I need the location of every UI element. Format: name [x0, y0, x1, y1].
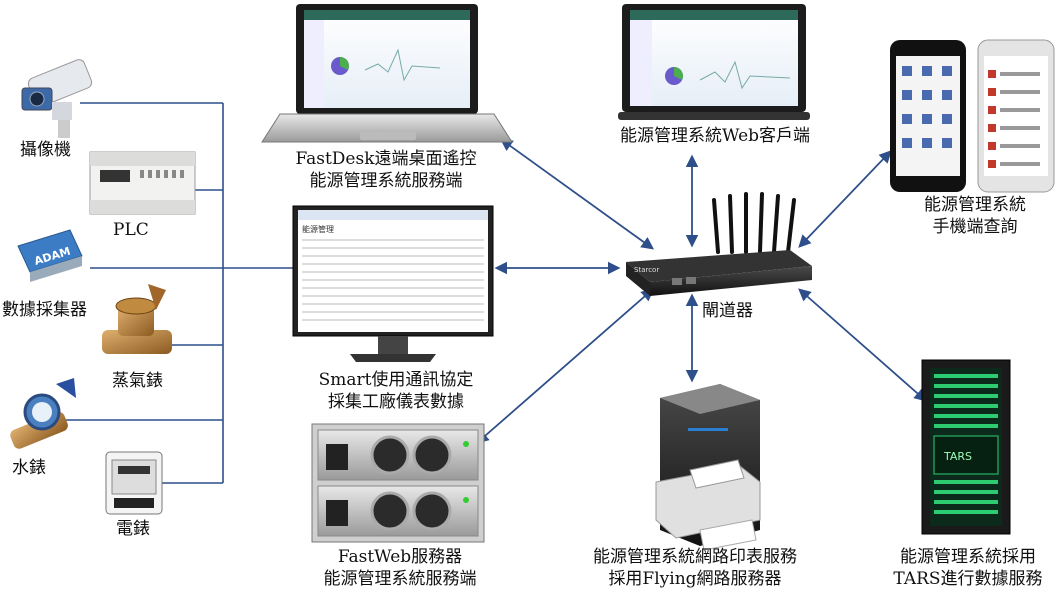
- gateway-brand-text: Starcor: [634, 266, 659, 274]
- tars-label-line2: TARS進行數據服務: [893, 569, 1043, 589]
- arrow-mobile: [798, 150, 892, 248]
- tars-label: 能源管理系統採用 TARS進行數據服務: [880, 546, 1056, 590]
- smart-monitor: 能源管理: [292, 205, 494, 362]
- adam-collector-device: ADAM: [17, 229, 83, 282]
- smart-label-line2: 採集工廠儀表數據: [328, 392, 464, 412]
- print-label-line2: 採用Flying網路服務器: [608, 569, 782, 589]
- tars-screen-text: TARS: [943, 450, 972, 463]
- steam-meter-device: [102, 284, 172, 354]
- electric-meter-label: 電錶: [116, 519, 150, 539]
- arrow-tars: [798, 288, 927, 402]
- steam-meter-label: 蒸氣錶: [112, 371, 163, 391]
- fastdesk-label: FastDesk遠端桌面遙控 能源管理系統服務端: [276, 148, 496, 192]
- plc-label: PLC: [113, 220, 149, 240]
- print-label: 能源管理系統網路印表服務 採用Flying網路服務器: [560, 546, 830, 590]
- mobile-label-line2: 手機端查詢: [932, 217, 1018, 237]
- print-server: [655, 384, 761, 551]
- mobile-phones: [890, 39, 1055, 193]
- arrow-fastweb: [476, 288, 654, 444]
- electric-meter-device: [105, 451, 163, 515]
- web-client-laptop: [618, 4, 810, 120]
- gateway-arrows: [476, 138, 927, 444]
- smart-label-line1: Smart使用通訊協定: [318, 370, 474, 390]
- fastdesk-label-line2: 能源管理系統服務端: [309, 171, 463, 191]
- gateway-device: Starcor: [626, 192, 812, 296]
- fastdesk-laptop: [261, 4, 513, 143]
- plc-device: [89, 151, 196, 215]
- mobile-label: 能源管理系統 手機端查詢: [900, 194, 1050, 238]
- gateway-label: 閘道器: [702, 301, 753, 321]
- left-bus-connectors: [65, 102, 295, 484]
- fastweb-servers: [311, 423, 485, 543]
- smart-label: Smart使用通訊協定 採集工廠儀表數據: [296, 369, 496, 413]
- web-client-label: 能源管理系統Web客戶端: [619, 126, 811, 146]
- water-meter-label: 水錶: [12, 458, 46, 478]
- fastweb-label-line2: 能源管理系統服務端: [323, 569, 477, 589]
- arrow-fastdesk: [499, 138, 655, 250]
- fastweb-label: FastWeb服務器 能源管理系統服務端: [300, 546, 500, 590]
- fastweb-label-line1: FastWeb服務器: [337, 547, 463, 567]
- tars-rack: TARS: [921, 359, 1011, 535]
- collector-label: 數據採集器: [2, 300, 87, 320]
- camera-device: [21, 59, 93, 138]
- print-label-line1: 能源管理系統網路印表服務: [593, 547, 797, 567]
- mobile-label-line1: 能源管理系統: [924, 195, 1026, 215]
- tars-label-line1: 能源管理系統採用: [900, 547, 1036, 567]
- water-meter-device: [10, 378, 76, 449]
- monitor-title-text: 能源管理: [302, 224, 334, 234]
- fastdesk-label-line1: FastDesk遠端桌面遙控: [295, 149, 477, 169]
- camera-label: 攝像機: [20, 140, 71, 160]
